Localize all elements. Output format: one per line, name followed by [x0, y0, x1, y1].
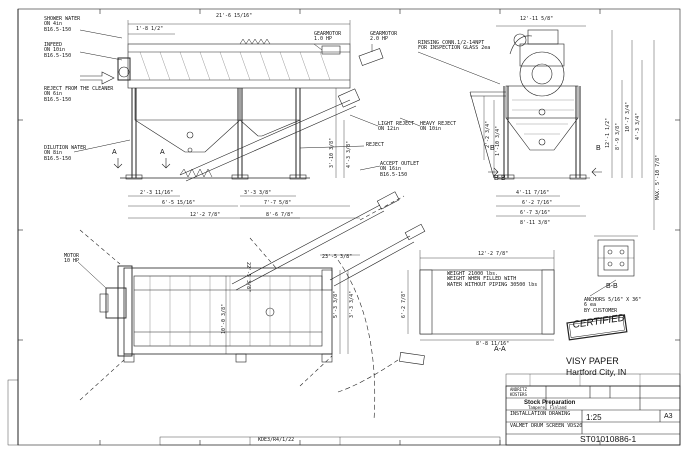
- dim-r1: 4'-11 7/16": [516, 190, 550, 196]
- callout-gearmotor-2: GEARMOTOR 2.0 HP: [370, 31, 398, 43]
- callout-heavy-reject: HEAVY REJECT ON 10in: [420, 121, 457, 133]
- dim-d8: 4'-3 3/8": [346, 140, 352, 168]
- title-block-desc-1: INSTALLATION DRAWING: [510, 411, 571, 417]
- title-block-sheet: A3: [664, 413, 673, 420]
- dim-plan-e: 3'-3 3/4": [349, 290, 355, 318]
- title-block: [505, 373, 681, 446]
- dim-r3: 6'-7 3/16": [520, 210, 551, 216]
- left-margin-strip: [7, 379, 19, 446]
- dim-vert-r1: 12'-1 1/2": [605, 117, 611, 148]
- dim-plan-b: 23'-5 3/8": [322, 254, 353, 260]
- callout-motor: MOTOR 10 HP: [64, 253, 80, 265]
- section-label-a-right: A: [160, 149, 165, 156]
- sheet-border: [17, 8, 681, 446]
- dim-vert-far: MAX. 5'-10 7/8": [655, 154, 661, 200]
- title-block-title: Stock Preparation: [524, 400, 576, 406]
- callout-infeed: INFEED ON 10in B16.5-150: [44, 42, 72, 59]
- dim-top-overall: 21'-6 15/16": [216, 13, 253, 19]
- title-block-scale: 1:25: [586, 413, 602, 422]
- callout-dilution-water: DILUTION WATER ON 8in B16.5-150: [44, 145, 87, 162]
- title-block-subtitle: Tampere, Finland: [528, 405, 567, 410]
- title-block-company: ANDRITZ KÜSTERS: [510, 387, 527, 397]
- dim-vert-r5: 2'-2 3/4": [485, 120, 491, 148]
- dim-plan-a: 22'-5 3/8": [245, 262, 251, 293]
- dim-plan-c: 5'-3 3/8": [333, 290, 339, 318]
- plan-view: [77, 191, 426, 421]
- dim-d3: 12'-2 7/8": [190, 212, 221, 218]
- client-location: Hartford City, IN: [566, 367, 627, 377]
- title-block-desc-2: VALMET DRUM SCREEN VDS20: [510, 423, 583, 429]
- title-block-number: ST01010886-1: [580, 434, 637, 444]
- callout-weight-note: WEIGHT 21000 lbs. WEIGHT WHEN FILLED WIT…: [447, 271, 538, 288]
- dim-vert-r3: 10'-7 3/4": [625, 101, 631, 132]
- callout-anchors: ANCHORS 5/16" X 36" 6 ea BY CUSTOMER: [584, 297, 642, 314]
- section-aa-view: [407, 250, 555, 341]
- bottom-ref: KDE3/R4/1/22: [258, 437, 295, 443]
- callout-accept-outlet: ACCEPT OUTLET ON 16in B16.5-150: [380, 161, 420, 178]
- section-label-aa: A-A: [494, 346, 506, 353]
- section-label-a-left: A: [112, 149, 117, 156]
- callout-light-reject: LIGHT REJECT ON 12in: [378, 121, 415, 133]
- dim-d7: 3'-10 3/8": [329, 137, 335, 168]
- dim-d1: 2'-3 11/16": [140, 190, 174, 196]
- section-label-b-left: B: [490, 145, 495, 152]
- callout-reject: REJECT: [366, 142, 385, 148]
- callout-shower-water: SHOWER WATER ON 4in B16.5-150: [44, 16, 81, 33]
- end-elevation-view: [469, 25, 655, 230]
- dim-vert-r6: 1'-10 3/4": [495, 125, 501, 156]
- side-elevation-view: [73, 20, 501, 219]
- callout-gearmotor-1: GEARMOTOR 1.0 HP: [314, 31, 342, 43]
- section-label-b-right: B: [596, 145, 601, 152]
- section-label-bb-detail: B-B: [606, 283, 618, 290]
- dim-vert-r4: 4'-3 3/4": [635, 112, 641, 140]
- dim-r4: 8'-11 3/8": [520, 220, 551, 226]
- dim-aa-top: 12'-2 7/8": [478, 251, 509, 257]
- dim-right-top: 12'-11 5/8": [520, 16, 554, 22]
- frame-ticks: [18, 9, 680, 445]
- dim-d2: 6'-5 15/16": [162, 200, 196, 206]
- bottom-ref-strip: [159, 436, 501, 446]
- section-bb-detail: [589, 235, 638, 297]
- dim-d6: 8'-6 7/8": [266, 212, 294, 218]
- dim-r2: 6'-2 7/16": [522, 200, 553, 206]
- section-label-bb: B-B: [494, 175, 506, 182]
- dim-aa-w: 8'-8 11/16": [476, 341, 510, 347]
- dim-d5: 7'-7 5/8": [264, 200, 292, 206]
- certified-stamp: [566, 314, 628, 341]
- callout-rinsing: RINSING CONN.1/2-14NPT FOR INSPECTION GL…: [418, 40, 491, 52]
- dim-top-left: 1'-8 1/2": [136, 26, 164, 32]
- client-name: VISY PAPER: [566, 356, 619, 366]
- callout-reject-cleaner: REJECT FROM THE CLEANER ON 6in B16.5-150: [44, 86, 114, 103]
- dim-aa-side: 6'-2 7/8": [401, 290, 407, 318]
- dim-d4: 3'-3 3/8": [244, 190, 272, 196]
- dim-plan-d: 10'-0 3/8": [221, 303, 227, 334]
- dim-vert-r2: 8'-9 3/8": [615, 122, 621, 150]
